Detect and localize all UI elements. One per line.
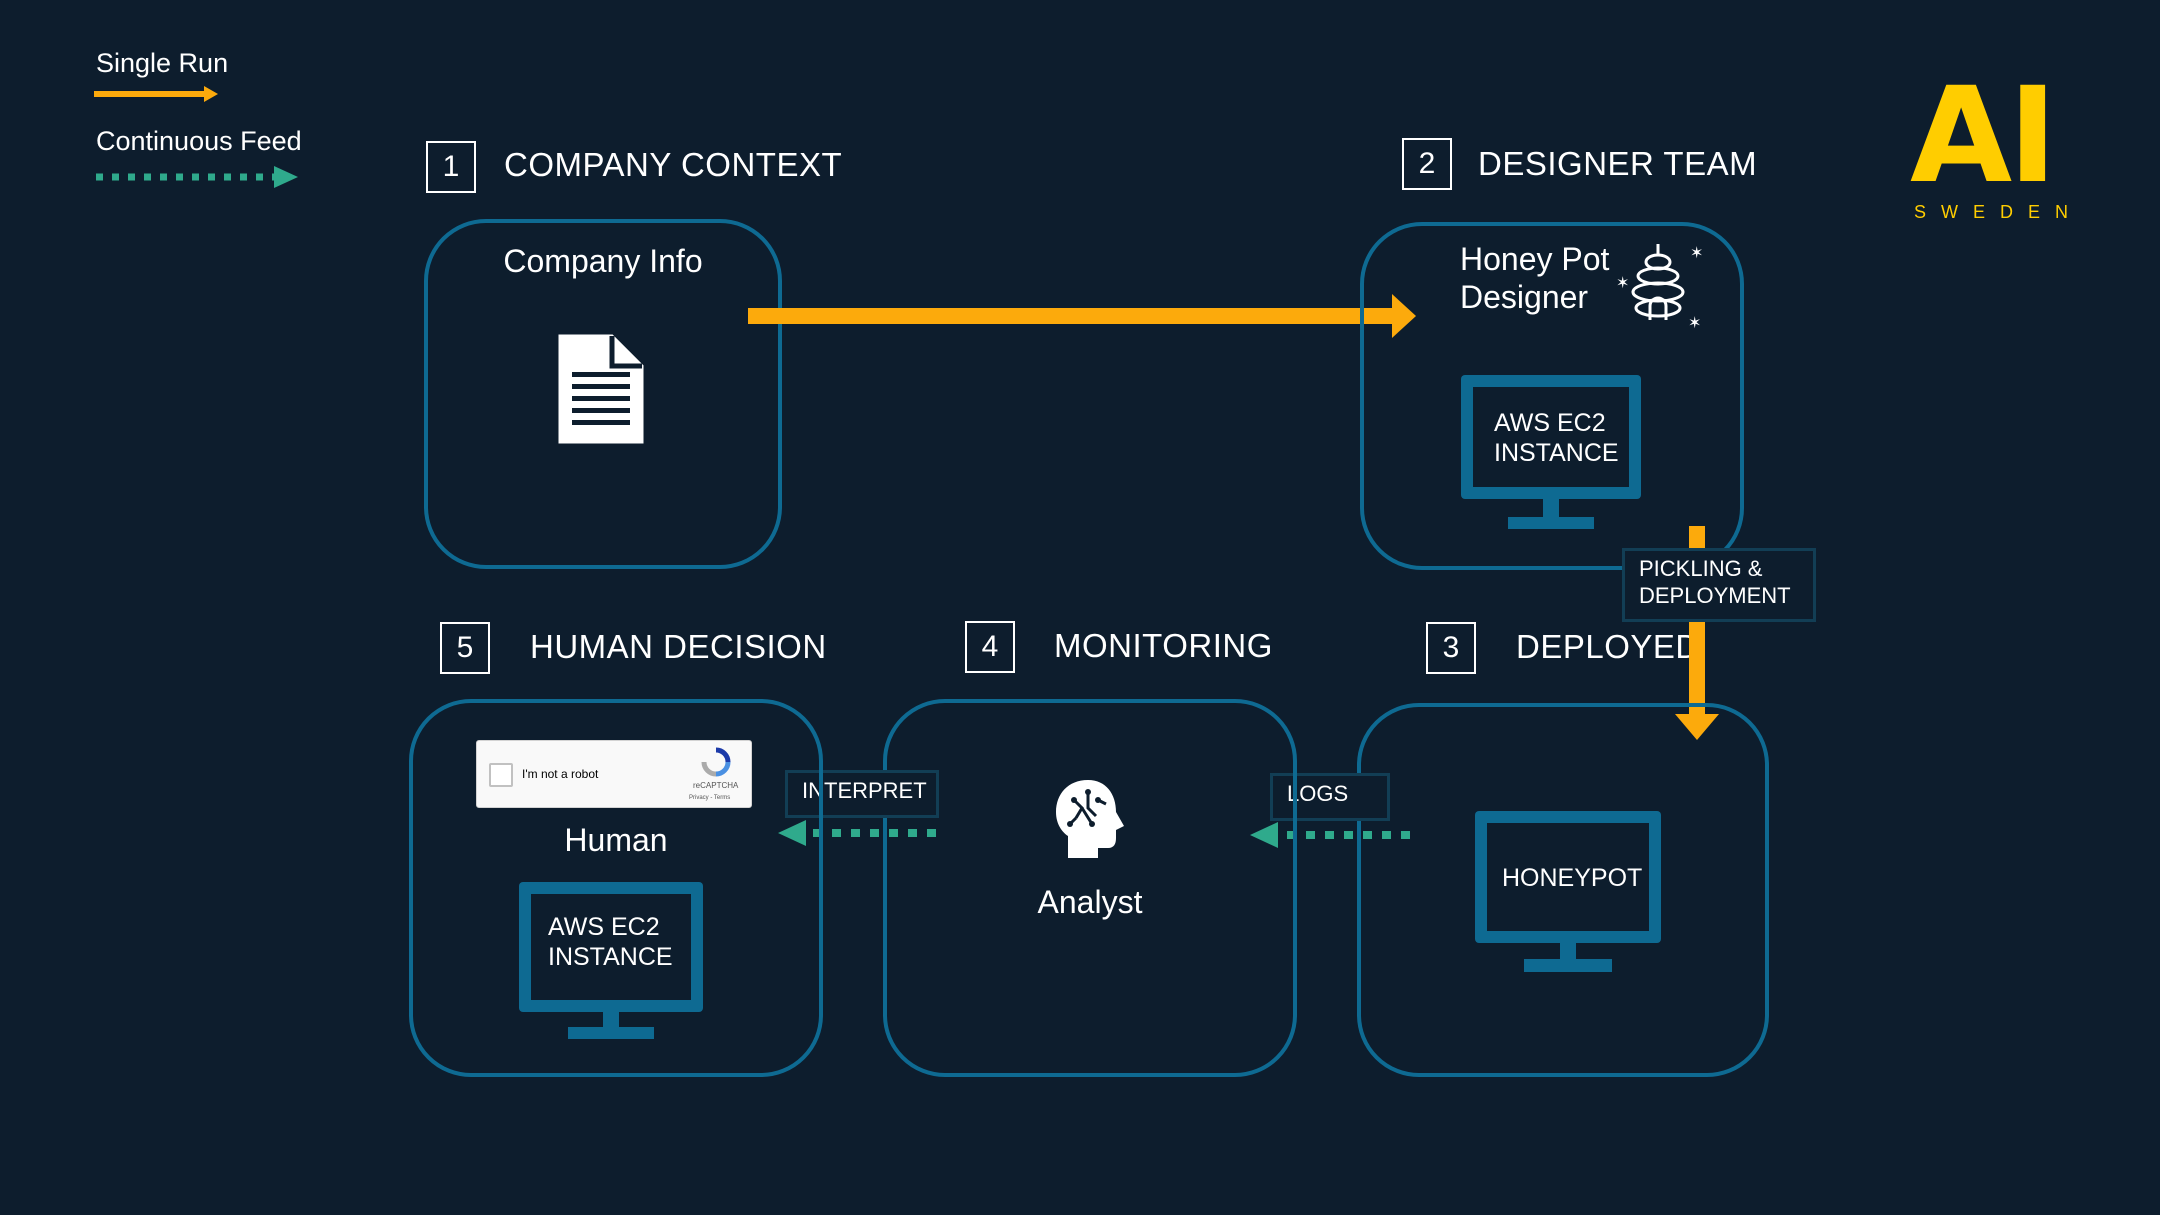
designer-team-panel: [1360, 222, 1744, 570]
recaptcha-checkbox[interactable]: [489, 763, 513, 787]
pickling-deployment-tag: PICKLING & DEPLOYMENT: [1622, 548, 1816, 622]
analyst-title: Analyst: [1037, 884, 1143, 920]
human-monitor-line2: INSTANCE: [548, 943, 673, 971]
document-icon: [558, 334, 644, 444]
logo-ai: AI: [1910, 59, 2057, 213]
step-3-title: DEPLOYED: [1516, 628, 1700, 665]
continuous-feed-arrow-4-to-5: [778, 820, 936, 846]
designer-monitor-icon: AWS EC2 INSTANCE: [1461, 375, 1641, 529]
legend-continuous-feed-label: Continuous Feed: [96, 126, 302, 156]
step-4-number: 4: [965, 621, 1015, 673]
legend-continuous-feed-arrow: [96, 166, 298, 188]
honey-pot-designer-title: Honey Pot Designer: [1460, 240, 1609, 316]
step-2-number: 2: [1402, 138, 1452, 190]
step-4-title: MONITORING: [1054, 627, 1273, 664]
monitoring-panel: [883, 699, 1297, 1077]
logo-sweden: SWEDEN: [1914, 202, 2084, 222]
continuous-feed-arrow-3-to-4: [1250, 822, 1410, 848]
recaptcha-widget[interactable]: I'm not a robot reCAPTCHA Privacy - Term…: [476, 740, 752, 808]
human-monitor-icon: AWS EC2 INSTANCE: [519, 882, 703, 1039]
recaptcha-brand: reCAPTCHA: [693, 781, 739, 790]
svg-text:✶: ✶: [1688, 313, 1701, 332]
svg-text:✶: ✶: [1616, 273, 1629, 292]
logs-tag: LOGS: [1270, 773, 1390, 821]
svg-text:✶: ✶: [1690, 243, 1703, 262]
designer-title-line2: Designer: [1460, 279, 1589, 315]
company-context-panel: [424, 219, 782, 569]
recaptcha-label: I'm not a robot: [522, 767, 599, 781]
analyst-brain-icon: [1056, 780, 1124, 858]
legend-single-run-label: Single Run: [96, 48, 229, 78]
human-title: Human: [564, 822, 668, 858]
recaptcha-logo-icon: [701, 747, 731, 777]
legend-single-run-arrow: [94, 86, 218, 102]
step-1-number: 1: [426, 141, 476, 193]
pickling-tag-line2: DEPLOYMENT: [1639, 583, 1791, 608]
deployed-panel: [1357, 703, 1769, 1077]
step-5-number: 5: [440, 622, 490, 674]
designer-title-line1: Honey Pot: [1460, 241, 1610, 277]
pickling-tag-line1: PICKLING &: [1639, 556, 1763, 581]
recaptcha-links[interactable]: Privacy - Terms: [689, 795, 731, 801]
single-run-arrow-1-to-2: [748, 294, 1416, 338]
step-1-title: COMPANY CONTEXT: [504, 146, 843, 183]
honeypot-monitor-icon: HONEYPOT: [1475, 811, 1661, 972]
step-2-title: DESIGNER TEAM: [1478, 145, 1758, 182]
human-decision-panel: [409, 699, 823, 1077]
beehive-icon: ✶ ✶ ✶: [1616, 243, 1703, 332]
step-3-number: 3: [1426, 622, 1476, 674]
company-info-title: Company Info: [503, 243, 703, 279]
designer-monitor-line2: INSTANCE: [1494, 439, 1619, 467]
designer-monitor-line1: AWS EC2: [1494, 409, 1606, 437]
honeypot-monitor-label: HONEYPOT: [1502, 864, 1642, 892]
step-5-title: HUMAN DECISION: [530, 628, 827, 665]
human-monitor-line1: AWS EC2: [548, 913, 660, 941]
